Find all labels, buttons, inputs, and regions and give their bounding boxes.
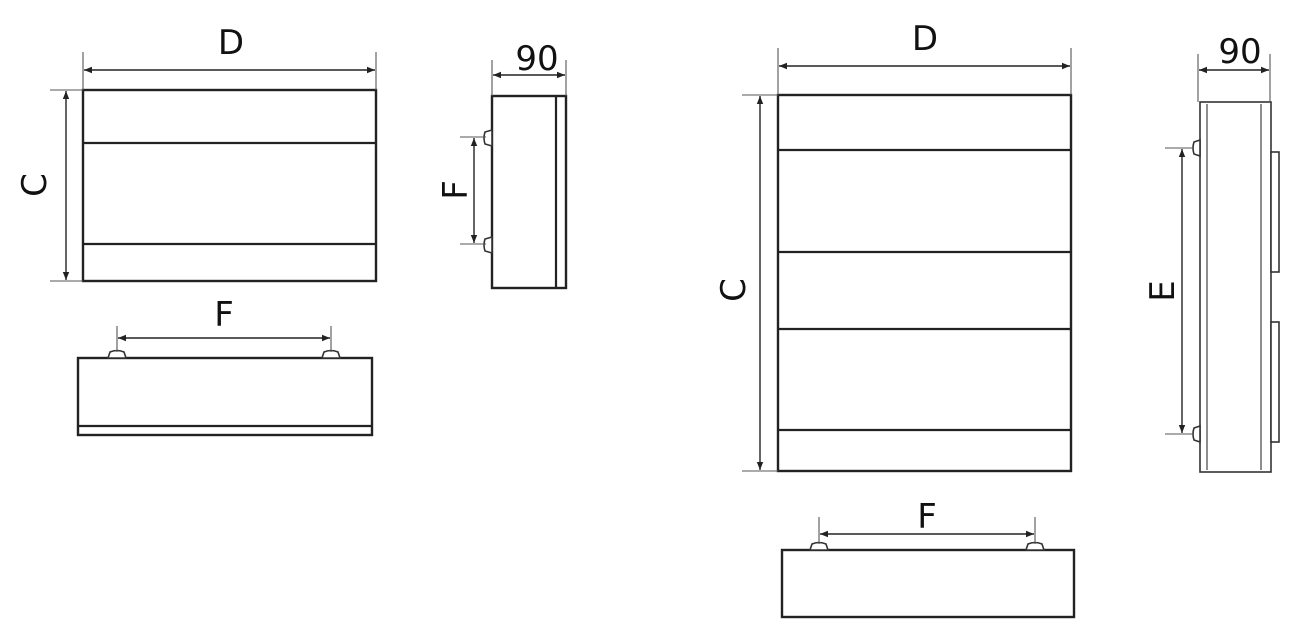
small-bottom-view: F <box>76 295 374 437</box>
large-side-depth-label: 90 <box>1218 32 1261 72</box>
small-front-height-label: C <box>15 173 55 197</box>
large-front-height-label: C <box>714 278 754 302</box>
small-bottom-body <box>76 356 374 437</box>
large-side-view: 90 E <box>1143 32 1280 473</box>
small-bottom-mount-lug <box>106 349 128 359</box>
large-side-mount-label: E <box>1143 280 1183 301</box>
large-front-body <box>776 93 1073 473</box>
large-bottom-body <box>780 548 1076 619</box>
small-side-mount-lug <box>483 128 493 148</box>
large-bottom-view: F <box>780 497 1076 619</box>
small-front-body <box>81 88 378 283</box>
large-side-body <box>1199 101 1272 473</box>
large-side-mount-lug <box>1192 138 1201 158</box>
large-side-tab <box>1270 151 1280 273</box>
small-side-view: 90 F <box>436 39 568 290</box>
small-front-width-label: D <box>218 23 244 63</box>
large-side-mount-lug <box>1192 424 1201 444</box>
small-side-mount-lug <box>483 235 493 255</box>
small-bottom-mount-lug <box>320 349 342 359</box>
small-bottom-mount-label: F <box>214 295 234 335</box>
small-side-mount-label: F <box>436 180 476 200</box>
large-bottom-mount-lug <box>1024 541 1046 551</box>
small-side-body <box>490 94 568 290</box>
small-front-view: D C <box>15 23 378 283</box>
large-bottom-mount-label: F <box>917 497 937 537</box>
small-side-depth-label: 90 <box>515 39 558 79</box>
large-front-view: D C <box>714 19 1073 473</box>
large-bottom-mount-lug <box>808 541 830 551</box>
large-side-tab <box>1270 321 1280 443</box>
large-front-width-label: D <box>912 19 938 59</box>
